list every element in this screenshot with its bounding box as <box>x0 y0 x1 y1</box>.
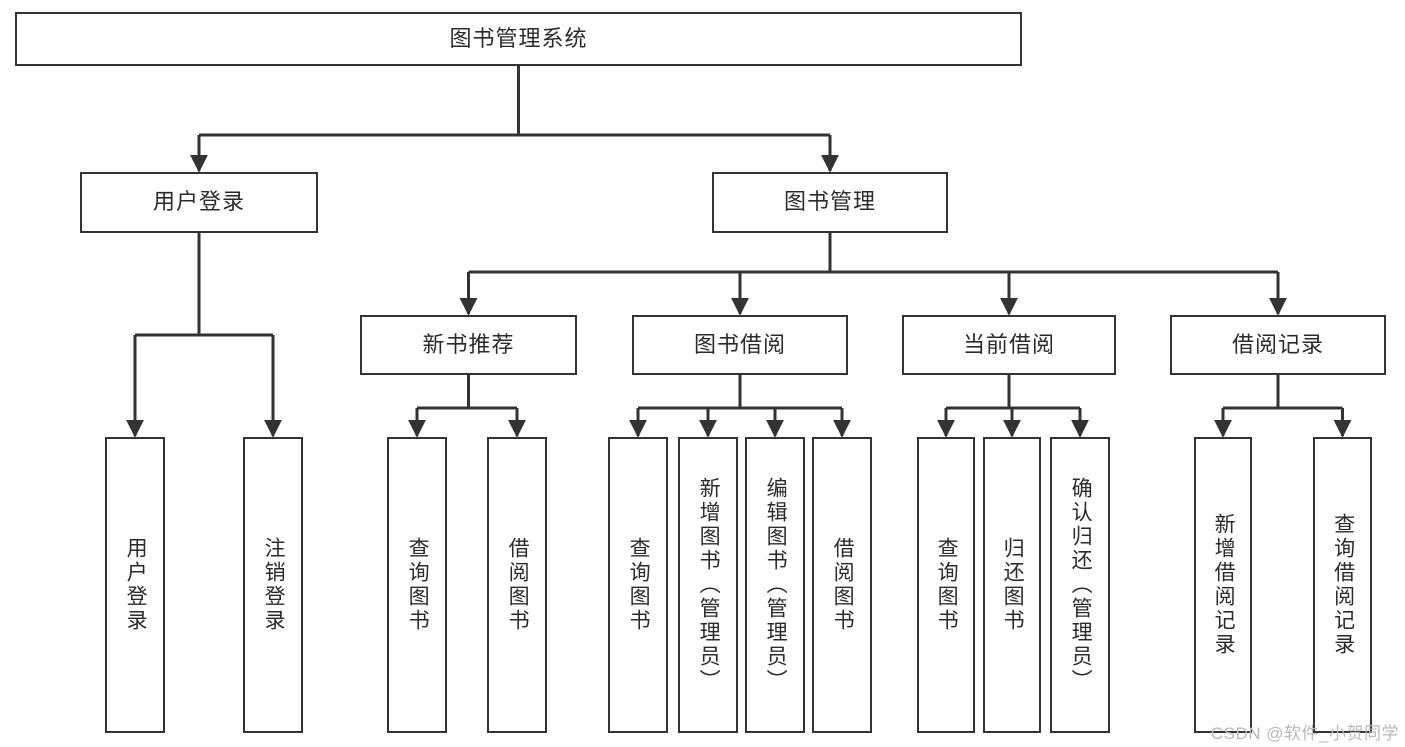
node-user-login[interactable]: 用户登录 <box>80 172 318 233</box>
node-user-login-label: 用户登录 <box>152 189 245 215</box>
leaf-borrow-lend-book[interactable]: 借阅图书 <box>812 437 872 733</box>
leaf-current-query-book-label: 查询图书 <box>935 537 959 633</box>
node-borrow-record[interactable]: 借阅记录 <box>1170 315 1386 375</box>
leaf-borrow-query-book[interactable]: 查询图书 <box>608 437 668 733</box>
leaf-borrow-edit-book[interactable]: 编辑图书（管理员） <box>745 437 805 733</box>
node-borrow-record-label: 借阅记录 <box>1231 331 1324 357</box>
node-book-borrow-label: 图书借阅 <box>693 331 786 357</box>
leaf-borrow-edit-book-label: 编辑图书（管理员） <box>764 477 788 693</box>
node-new-book-recommend-label: 新书推荐 <box>422 331 515 357</box>
node-book-manage[interactable]: 图书管理 <box>712 172 948 233</box>
leaf-recommend-borrow-book-label: 借阅图书 <box>506 537 530 633</box>
leaf-borrow-add-book[interactable]: 新增图书（管理员） <box>678 437 738 733</box>
leaf-current-confirm-return-label: 确认归还（管理员） <box>1069 477 1093 693</box>
node-book-borrow[interactable]: 图书借阅 <box>632 315 848 375</box>
leaf-current-confirm-return[interactable]: 确认归还（管理员） <box>1050 437 1110 733</box>
leaf-recommend-query-book-label: 查询图书 <box>406 537 430 633</box>
leaf-current-return-book[interactable]: 归还图书 <box>983 437 1041 733</box>
leaf-record-query-label: 查询借阅记录 <box>1331 513 1355 657</box>
node-current-borrow[interactable]: 当前借阅 <box>902 315 1116 375</box>
leaf-current-return-book-label: 归还图书 <box>1001 537 1025 633</box>
leaf-record-add[interactable]: 新增借阅记录 <box>1194 437 1252 733</box>
leaf-user-login[interactable]: 用户登录 <box>105 437 165 733</box>
leaf-user-logout-label: 注销登录 <box>262 537 286 633</box>
node-root-label: 图书管理系统 <box>449 25 588 51</box>
leaf-borrow-add-book-label: 新增图书（管理员） <box>697 477 721 693</box>
node-current-borrow-label: 当前借阅 <box>962 331 1055 357</box>
leaf-recommend-query-book[interactable]: 查询图书 <box>387 437 447 733</box>
leaf-user-login-label: 用户登录 <box>124 537 148 633</box>
node-new-book-recommend[interactable]: 新书推荐 <box>360 315 577 375</box>
leaf-record-add-label: 新增借阅记录 <box>1212 513 1236 657</box>
leaf-user-logout[interactable]: 注销登录 <box>243 437 303 733</box>
edge-paths <box>126 66 1352 438</box>
node-root[interactable]: 图书管理系统 <box>15 12 1022 66</box>
leaf-recommend-borrow-book[interactable]: 借阅图书 <box>487 437 547 733</box>
leaf-borrow-query-book-label: 查询图书 <box>627 537 651 633</box>
csdn-watermark: CSDN @软件_小贺同学 <box>1210 724 1399 743</box>
leaf-borrow-lend-book-label: 借阅图书 <box>831 537 855 633</box>
leaf-current-query-book[interactable]: 查询图书 <box>917 437 975 733</box>
leaf-record-query[interactable]: 查询借阅记录 <box>1313 437 1372 733</box>
node-book-manage-label: 图书管理 <box>783 189 876 215</box>
